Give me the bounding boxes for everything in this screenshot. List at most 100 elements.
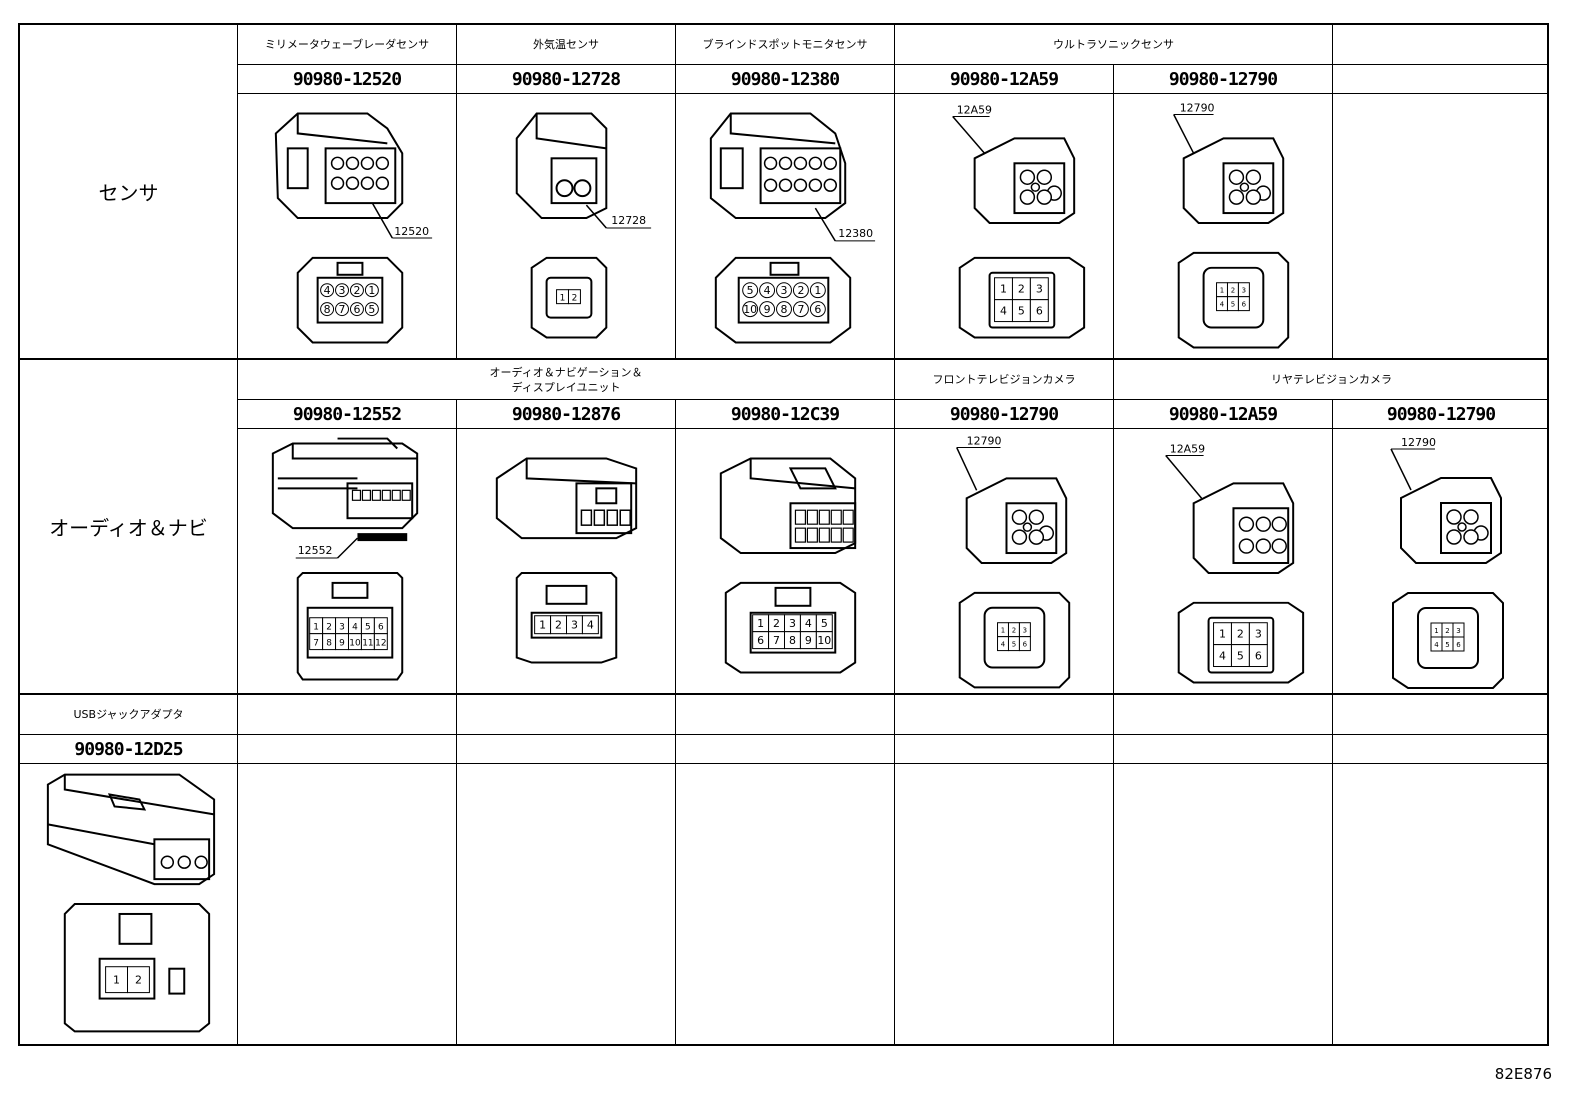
pin-number: 2 [572, 294, 578, 304]
empty-cell [1114, 695, 1333, 735]
pin-number: 8 [324, 303, 331, 316]
pin-number: 3 [571, 619, 578, 632]
group-name: ブラインドスポットモニタセンサ [676, 25, 895, 65]
pin-number: 1 [1219, 628, 1226, 641]
pin-number: 5 [1012, 641, 1016, 649]
pin-cell [742, 282, 759, 299]
empty-cell [238, 695, 457, 735]
pin-number: 4 [324, 284, 331, 297]
pin-number: 7 [313, 639, 319, 649]
pin-number: 12 [375, 639, 386, 649]
pin-cell [809, 301, 826, 318]
pin-cell [349, 302, 364, 317]
pin-cell [127, 966, 150, 994]
row-sensor: センサ ミリメータウェーブレーダセンサ 外気温センサ ブラインドスポットモニタセ… [20, 25, 1549, 360]
empty-cell [457, 764, 676, 1046]
pin-cell [776, 301, 792, 318]
pin-number: 9 [764, 303, 771, 316]
pin-cell [373, 633, 388, 651]
pin-number: 1 [1220, 287, 1224, 295]
pin-cell [1018, 636, 1031, 652]
pin-cell [581, 615, 599, 635]
part-code: 90980-12380 [676, 65, 895, 94]
empty-cell [457, 735, 676, 764]
pin-number: 2 [1231, 287, 1235, 295]
pin-number: 10 [743, 303, 757, 316]
pin-number: 2 [773, 617, 780, 630]
pin-number: 6 [1036, 305, 1043, 318]
pin-number: 3 [789, 617, 796, 630]
pin-number: 4 [1220, 301, 1225, 309]
empty-cell [1333, 764, 1549, 1046]
pin-cell [815, 631, 833, 650]
pin-number: 4 [1000, 305, 1007, 318]
callout-label: 12A59 [957, 104, 992, 117]
pin-cell [776, 282, 792, 299]
part-code: 90980-12C39 [676, 400, 895, 429]
empty-cell [676, 695, 895, 735]
pin-number: 7 [339, 303, 346, 316]
row-usb: USBジャックアダプタ 90980-12D25 [20, 695, 1549, 1046]
pin-number: 4 [764, 284, 771, 297]
part-code: 90980-12A59 [1114, 400, 1333, 429]
connector-table: センサ ミリメータウェーブレーダセンサ 外気温センサ ブラインドスポットモニタセ… [18, 23, 1549, 1046]
callout-label: 12552 [298, 544, 333, 557]
part-code: 90980-12790 [895, 400, 1114, 429]
pin-cell [759, 301, 776, 318]
pin-number: 1 [757, 617, 764, 630]
pin-cell [320, 302, 335, 317]
pin-number: 2 [797, 284, 804, 297]
pin-number: 9 [805, 634, 812, 647]
pin-cell [364, 283, 379, 298]
empty-cell [1114, 735, 1333, 764]
empty-cell [895, 764, 1114, 1046]
part-code: 90980-12D25 [20, 735, 238, 764]
pin-number: 6 [814, 303, 821, 316]
pin-number: 1 [368, 284, 375, 297]
group-name: フロントテレビジョンカメラ [895, 360, 1114, 400]
pin-number: 9 [339, 639, 345, 649]
part-code [1333, 65, 1549, 94]
pin-number: 6 [1456, 641, 1461, 649]
pin-number: 2 [1012, 627, 1016, 635]
pin-number: 2 [1237, 628, 1244, 641]
pin-number: 2 [326, 623, 332, 633]
pin-number: 3 [781, 284, 788, 297]
pin-number: 11 [362, 639, 373, 649]
callout-label: 12520 [394, 225, 429, 238]
pin-number: 1 [1434, 627, 1438, 635]
pin-cell [1029, 299, 1049, 323]
callout-label: 12A59 [1170, 442, 1205, 455]
pin-number: 3 [339, 284, 346, 297]
pin-number: 1 [560, 294, 566, 304]
pin-cell [742, 301, 759, 318]
pin-number: 5 [1231, 301, 1235, 309]
pin-number: 6 [1023, 641, 1027, 649]
callout-label: 12790 [967, 435, 1002, 448]
pin-cell [364, 302, 379, 317]
pin-cell [349, 283, 364, 298]
row-label: オーディオ＆ナビ [20, 360, 238, 695]
group-name: 外気温センサ [457, 25, 676, 65]
pin-cell [320, 283, 335, 298]
pin-number: 4 [805, 617, 812, 630]
pin-number: 8 [326, 639, 332, 649]
callout-label: 12790 [1180, 102, 1215, 115]
pin-number: 1 [539, 619, 546, 632]
pin-number: 1 [1000, 283, 1007, 296]
empty-cell [457, 695, 676, 735]
empty-cell [895, 695, 1114, 735]
figure-id: 82E876 [1494, 1065, 1552, 1083]
pin-number: 1 [814, 284, 821, 297]
empty-cell [1333, 695, 1549, 735]
